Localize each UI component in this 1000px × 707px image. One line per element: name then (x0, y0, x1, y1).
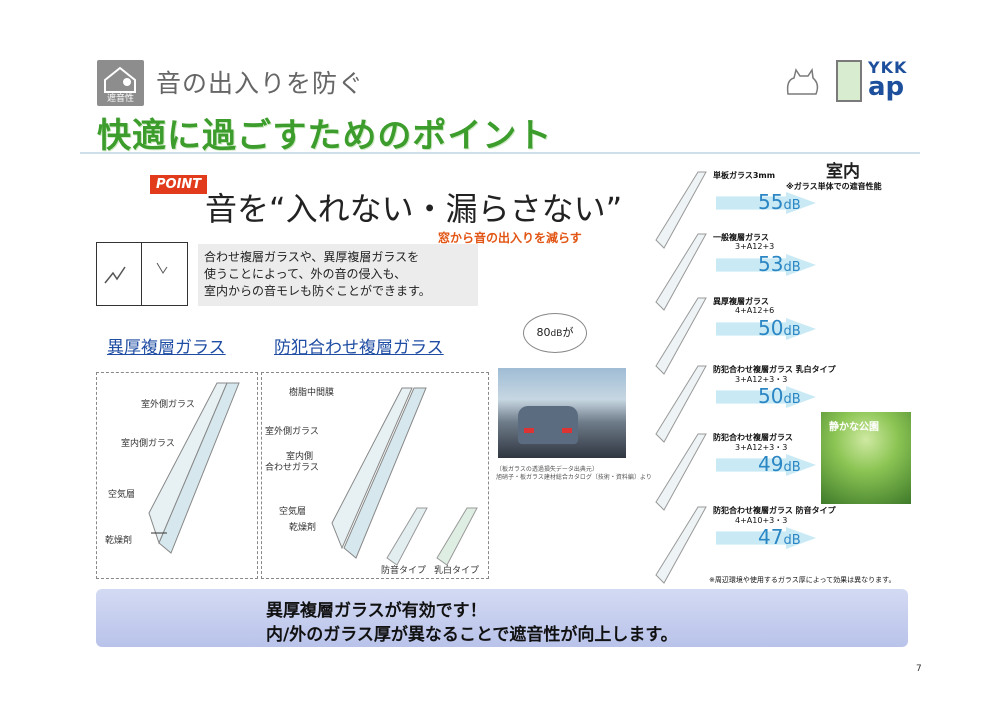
double-glazing-diagram (148, 382, 240, 554)
page-title: 快適に過ごすためのポイント (97, 116, 553, 156)
house-icon (104, 66, 136, 93)
label-milky-type: 乳白タイプ (434, 566, 480, 576)
park-label: 静かな公園 (829, 422, 879, 433)
mid-diagram-box (261, 372, 489, 579)
db-number: 53 (758, 252, 784, 276)
logo-line1: YKK (868, 58, 908, 77)
description-line-1: 合わせ複層ガラスや、異厚複層ガラスを (204, 250, 420, 264)
description-box: 合わせ複層ガラスや、異厚複層ガラスを 使うことによって、外の音の侵入も、 室内か… (198, 244, 478, 306)
point-subline: 窓から音の出入りを減らす (438, 231, 582, 245)
db-unit: dB (783, 324, 801, 339)
db-number: 55 (758, 190, 784, 214)
db-number: 47 (758, 525, 784, 549)
label-soundproof-type: 防音タイプ (381, 566, 427, 576)
noise-bubble: 80dBが (523, 313, 587, 353)
banner-line-2: 内/外のガラス厚が異なることで遮音性が向上します。 (266, 625, 678, 645)
banner-line-1: 異厚複層ガラスが有効です！ (266, 601, 487, 621)
source-note-2: 旭硝子・板ガラス建材総合カタログ〔技術・資料編〕より (496, 474, 652, 481)
glass-spec: 3+A12+3・3 (735, 443, 788, 452)
room-label: 室内 (826, 162, 860, 182)
db-unit: dB (783, 198, 801, 213)
page-subtitle: 音の出入りを防ぐ (156, 69, 365, 98)
db-value: 50dB (758, 316, 801, 340)
glass-spec: 4+A12+6 (735, 306, 775, 315)
db-arrow (716, 318, 816, 340)
sound-wave-icon (104, 262, 168, 284)
description-line-2: 使うことによって、外の音の侵入も、 (204, 267, 407, 281)
room-note: ※ガラス単体での遮音性能 (786, 182, 882, 191)
glass-pane-illustration (652, 232, 707, 312)
page-number: 7 (916, 664, 922, 674)
db-number: 50 (758, 316, 784, 340)
window-illustration (96, 242, 188, 306)
glass-pane-illustration (652, 170, 707, 250)
left-diagram-title: 異厚複層ガラス (107, 338, 226, 358)
db-value: 49dB (758, 452, 801, 476)
glass-spec: 4+A10+3・3 (735, 516, 788, 525)
conclusion-banner: 異厚複層ガラスが有効です！ 内/外のガラス厚が異なることで遮音性が向上します。 (96, 589, 908, 647)
glass-pane-illustration (652, 364, 707, 444)
label-air-layer-2: 空気層 (279, 507, 307, 517)
glass-spec: 3+A12+3・3 (735, 375, 788, 384)
source-note-1: 〔板ガラスの透過損失データ出典元〕 (496, 466, 598, 473)
label-resin-film: 樹脂中間膜 (289, 388, 335, 398)
park-photo: 静かな公園 (821, 412, 911, 504)
db-number: 50 (758, 384, 784, 408)
db-arrow (716, 254, 816, 276)
db-unit: dB (783, 533, 801, 548)
label-outdoor-glass: 室外側ガラス (141, 400, 195, 410)
mid-diagram-title: 防犯合わせ複層ガラス (274, 338, 444, 358)
label-outdoor-glass-2: 室外側ガラス (265, 427, 319, 437)
label-air-layer: 空気層 (108, 490, 136, 500)
glass-name: 防犯合わせ複層ガラス 防音タイプ (713, 506, 836, 515)
db-arrow (716, 386, 816, 408)
description-line-3: 室内からの音モレも防ぐことができます。 (204, 284, 431, 298)
glass-name: 異厚複層ガラス (713, 297, 769, 306)
db-arrow (716, 192, 816, 214)
noise-value: 80 (536, 326, 551, 339)
logo-line2: ap (868, 72, 905, 102)
db-value: 53dB (758, 252, 801, 276)
laminated-glazing-diagram (331, 387, 478, 566)
glass-pane-illustration (652, 296, 707, 376)
db-unit: dB (783, 260, 801, 275)
glass-name: 単板ガラス3mm (713, 171, 776, 180)
db-arrow (716, 454, 816, 476)
header-divider (80, 152, 920, 154)
traffic-photo (498, 368, 626, 458)
glass-pane-illustration (652, 505, 707, 585)
sound-insulation-icon: 遮音性 (97, 60, 144, 106)
noise-unit: dB (550, 329, 563, 339)
cat-icon (786, 67, 819, 95)
db-arrow (716, 527, 816, 549)
label-desiccant-2: 乾燥剤 (289, 523, 317, 533)
label-desiccant: 乾燥剤 (105, 536, 133, 546)
left-diagram-box (96, 372, 258, 579)
db-number: 49 (758, 452, 784, 476)
point-headline: 音を“入れない・漏らさない” (205, 190, 623, 228)
label-indoor-glass: 室内側ガラス (121, 439, 175, 449)
db-unit: dB (783, 392, 801, 407)
glass-spec: 3+A12+3 (735, 242, 775, 251)
label-laminated-glass: 合わせガラス (265, 463, 319, 473)
label-indoor-side: 室内側 (286, 452, 314, 462)
glass-name: 一般複層ガラス (713, 233, 769, 242)
footnote: ※周辺環境や使用するガラス厚によって効果は異なります。 (709, 576, 896, 584)
db-value: 50dB (758, 384, 801, 408)
db-unit: dB (783, 460, 801, 475)
glass-name: 防犯合わせ複層ガラス 乳白タイプ (713, 365, 836, 374)
db-value: 55dB (758, 190, 801, 214)
icon-caption: 遮音性 (106, 94, 134, 104)
point-badge: POINT (150, 175, 208, 194)
window-logo-icon (836, 60, 862, 102)
db-value: 47dB (758, 525, 801, 549)
noise-suffix: が (562, 326, 574, 339)
glass-name: 防犯合わせ複層ガラス (713, 433, 793, 442)
ykk-ap-logo: YKK ap (868, 58, 908, 102)
glass-pane-illustration (652, 432, 707, 512)
